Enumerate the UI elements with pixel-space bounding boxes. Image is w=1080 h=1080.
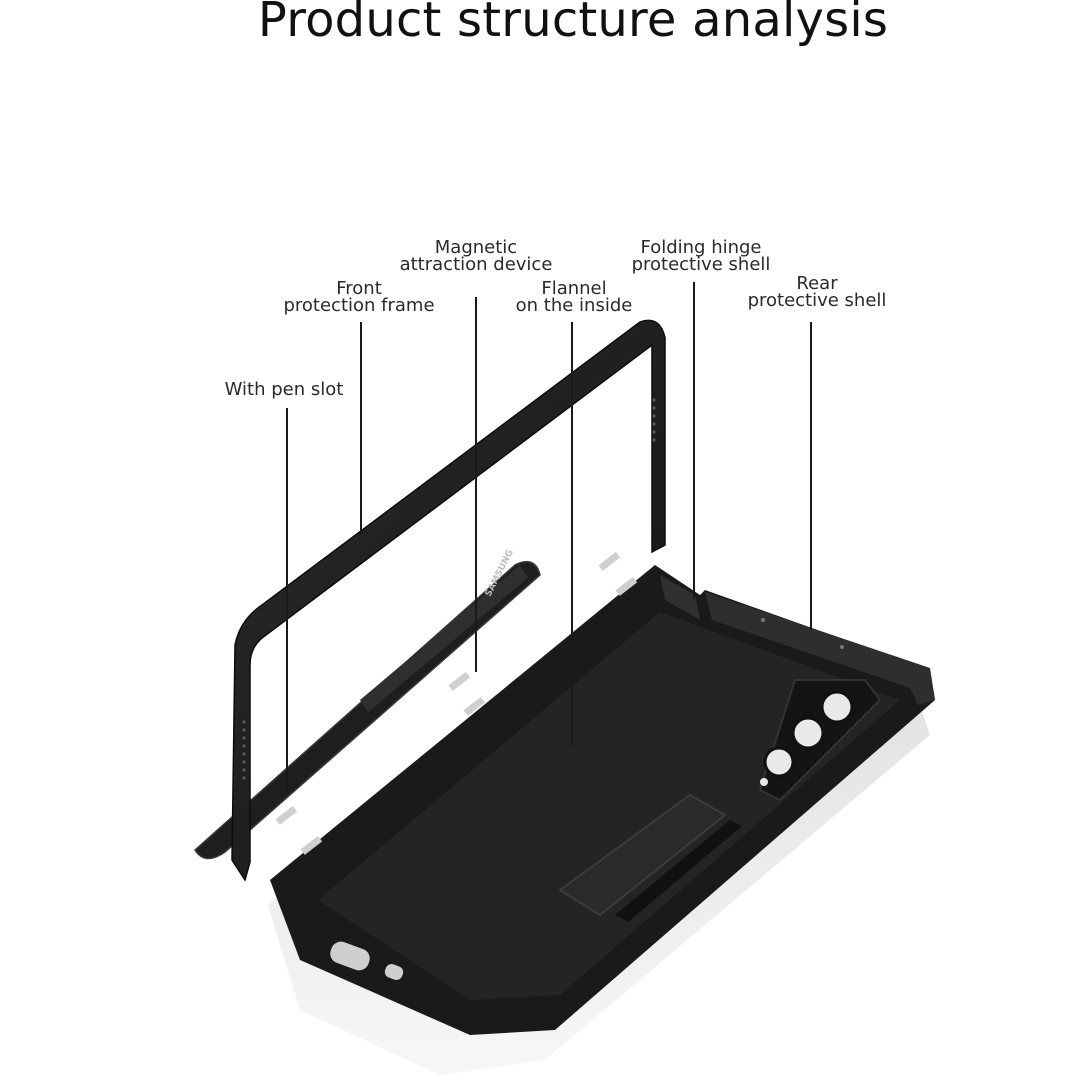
callout-hinge-line1: Folding hinge <box>640 237 762 258</box>
callout-front-frame-line2: protection frame <box>283 295 435 316</box>
magnet-pad-3 <box>300 835 323 855</box>
rear-shell-dot-2 <box>840 645 844 649</box>
callout-pen-slot-line1: With pen slot <box>224 379 344 400</box>
callout-flannel-line2: on the inside <box>515 295 633 316</box>
callout-rear-shell-line1: Rear <box>796 273 838 294</box>
callout-flannel-line1: Flannel <box>541 278 607 299</box>
rear-shell-dot-1 <box>761 618 765 622</box>
front-protection-frame <box>231 319 666 882</box>
callout-front-frame-line1: Front <box>336 278 382 299</box>
camera-lens-2 <box>791 716 825 750</box>
magnet-pad-2 <box>463 696 486 716</box>
kickstand <box>558 793 727 917</box>
callout-pen-slot: With pen slot <box>222 379 346 400</box>
callout-hinge-line2: protective shell <box>631 254 771 275</box>
callout-flannel: Flannel on the inside <box>512 278 636 316</box>
callout-magnetic-line2: attraction device <box>399 254 553 275</box>
frame-speaker-dots <box>242 398 656 780</box>
kickstand-slot <box>615 820 742 922</box>
s-pen-clip <box>360 565 528 712</box>
callout-rear-shell: Rear protective shell <box>744 273 890 311</box>
callout-front-frame: Front protection frame <box>280 278 438 316</box>
page-title: Product structure analysis <box>257 0 889 48</box>
callout-hinge: Folding hinge protective shell <box>628 237 774 275</box>
frame-magnet-pad-3 <box>275 805 298 825</box>
flannel-surface <box>318 612 900 1000</box>
camera-lens-1 <box>820 690 854 724</box>
frame-magnet-pad-2 <box>448 671 471 691</box>
port-cutout-2 <box>384 964 404 980</box>
port-cutout-1 <box>330 941 370 971</box>
callout-rear-shell-line2: protective shell <box>747 290 887 311</box>
hinge-spine <box>660 575 700 620</box>
camera-lens-3 <box>763 746 795 778</box>
callout-magnetic: Magnetic attraction device <box>396 237 556 275</box>
callout-magnetic-line1: Magnetic <box>434 237 518 258</box>
frame-magnet-pad-1 <box>598 551 621 571</box>
camera-flash <box>760 778 768 786</box>
magnet-pad-1 <box>615 576 638 596</box>
